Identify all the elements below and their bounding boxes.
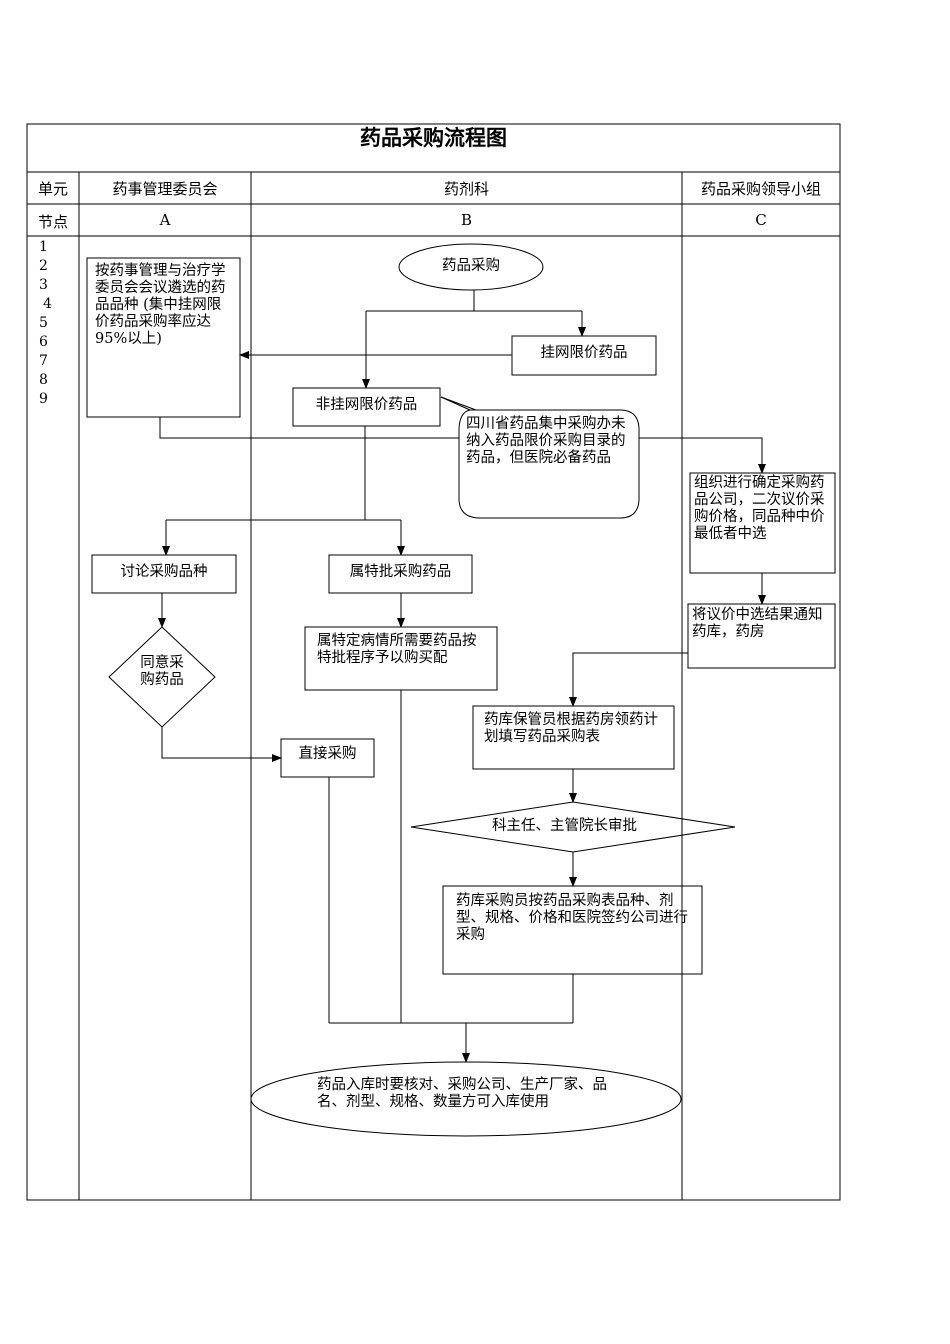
lane-a-name: 药事管理委员会 — [112, 180, 218, 198]
step-number: 8 — [39, 372, 48, 388]
listed-drugs-text: 挂网限价药品 — [540, 345, 628, 361]
unit-label: 单元 — [37, 180, 68, 198]
start-node-text: 药品采购 — [442, 258, 500, 274]
end-node-text: 药品入库时要核对、采购公司、生产厂家、品名、剂型、规格、数量方可入库使用 — [317, 1077, 607, 1110]
page-title: 药品采购流程图 — [360, 125, 507, 150]
step-number: 9 — [39, 391, 48, 407]
group-price-text: 组织进行确定采购药品公司，二次议价采购价格，同品种中价最低者中选 — [694, 475, 825, 542]
lane-b-code: B — [460, 211, 473, 229]
node-label: 节点 — [37, 213, 68, 231]
special-approval-text: 属特批采购药品 — [349, 564, 452, 580]
step-numbers: 1 2 3 4 5 6 7 8 9 — [39, 238, 52, 409]
approve-diamond — [410, 801, 736, 853]
notify-text: 将议价中选结果通知药库，药房 — [692, 607, 823, 640]
special-disease-text: 属特定病情所需要药品按特批程序予以购买配 — [317, 633, 477, 666]
warehouse-form-text: 药库保管员根据药房领药计划填写药品采购表 — [484, 712, 658, 745]
lane-a-code: A — [159, 211, 171, 229]
discuss-text: 讨论采购品种 — [120, 564, 208, 580]
lane-b-name: 药剂科 — [443, 180, 489, 198]
step-number: 5 — [39, 315, 48, 331]
step-number: 4 — [43, 296, 52, 312]
start-shape — [398, 243, 544, 291]
table-frame — [26, 123, 841, 1201]
agree-text: 同意采购药品 — [140, 655, 184, 688]
step-number: 7 — [39, 353, 48, 369]
step-number: 1 — [39, 239, 48, 255]
callout-bubble — [440, 396, 640, 519]
lane-c-name: 药品采购领导小组 — [700, 180, 821, 198]
unlisted-drugs-text: 非挂网限价药品 — [315, 397, 418, 413]
committee-select-text: 按药事管理与治疗学委员会会议遴选的药品品种 (集中挂网限价药品采购率应达 95%… — [95, 263, 226, 347]
callout-note-text: 四川省药品集中采购办未纳入药品限价采购目录的药品，但医院必备药品 — [466, 416, 626, 466]
step-number: 2 — [39, 258, 48, 274]
buyer-text: 药库采购员按药品采购表品种、剂型、规格、价格和医院签约公司进行采购 — [456, 893, 688, 943]
committee-select-box — [86, 257, 241, 418]
step-number: 3 — [39, 277, 48, 293]
step-number: 6 — [39, 334, 48, 350]
direct-purchase-text: 直接采购 — [298, 746, 357, 762]
approve-text: 科主任、主管院长审批 — [492, 818, 637, 834]
lane-c-code: C — [755, 211, 767, 229]
